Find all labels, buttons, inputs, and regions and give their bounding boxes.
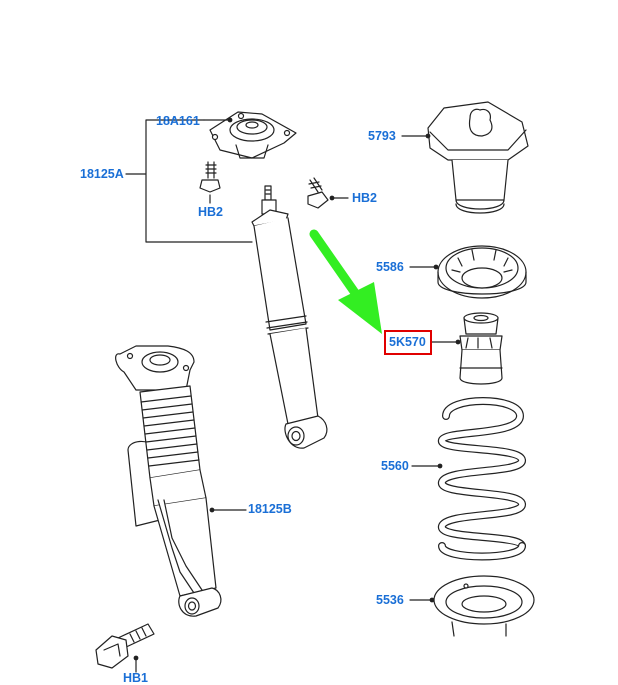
bump-stop-5k570	[459, 312, 503, 385]
highlight-box	[384, 330, 432, 355]
label-18125a[interactable]: 18125A	[80, 167, 124, 181]
bracket-18125a	[125, 119, 253, 243]
bolt-hb2-left	[199, 161, 221, 193]
label-5793[interactable]: 5793	[368, 129, 396, 143]
shock-absorber-upper	[251, 185, 328, 449]
bolt-hb2-right	[307, 177, 329, 209]
coil-spring-5560	[438, 397, 526, 561]
label-hb1[interactable]: HB1	[123, 671, 149, 685]
bolt-hb1	[95, 623, 155, 669]
spring-seat-lower-5536	[433, 575, 535, 637]
label-5k570[interactable]: 5K570	[389, 335, 426, 349]
label-hb2-left[interactable]: HB2	[198, 205, 224, 219]
label-18125b[interactable]: 18125B	[248, 502, 292, 516]
label-hb2-right[interactable]: HB2	[352, 191, 378, 205]
spring-seat-upper-5586	[437, 245, 527, 299]
dust-boot-5793	[427, 101, 529, 214]
shock-assembly-18125b	[115, 345, 222, 617]
label-5560[interactable]: 5560	[381, 459, 409, 473]
green-arrow-icon	[309, 229, 382, 334]
label-5536[interactable]: 5536	[376, 593, 404, 607]
top-mount-18a161	[209, 111, 297, 159]
label-18a161[interactable]: 18A161	[156, 114, 200, 128]
label-5586[interactable]: 5586	[376, 260, 404, 274]
